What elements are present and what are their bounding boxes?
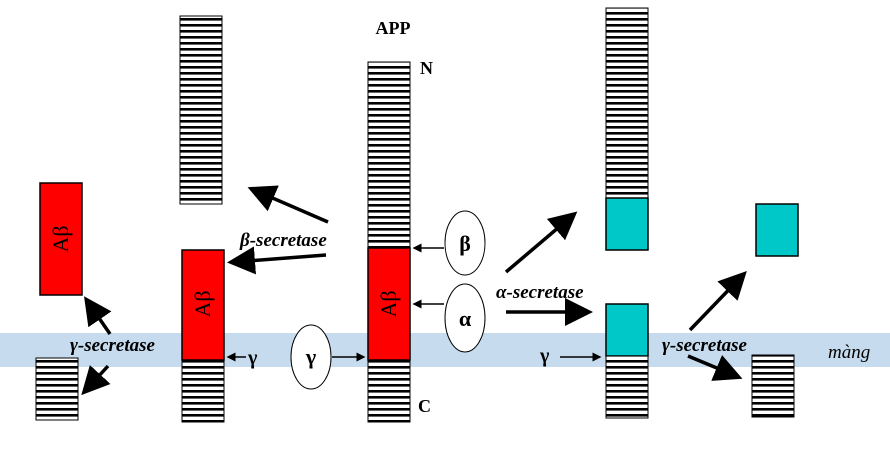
beta-arrow-upper <box>247 185 329 224</box>
aicd-left <box>35 357 79 421</box>
app-title: APP <box>376 18 411 38</box>
sappa-fragment <box>605 7 649 251</box>
aicd-right <box>751 354 795 418</box>
gamma-secretase-right-label: γ-secretase <box>662 335 747 356</box>
gamma-secretase-left-label: γ-secretase <box>70 335 155 356</box>
alpha-enzyme <box>444 283 486 353</box>
alpha-enzyme-label: α <box>459 306 472 331</box>
gamma-mid-label: γ <box>247 347 258 369</box>
membrane-label: màng <box>828 342 870 363</box>
beta-arrow-lower <box>227 246 327 275</box>
released-abeta-label: Aβ <box>48 225 73 252</box>
app-cytoplasmic-stripes <box>367 359 411 423</box>
c83-fragment <box>605 303 649 419</box>
gamma-enzyme-label: γ <box>305 344 316 369</box>
beta-enzyme-label: β <box>459 231 471 256</box>
gamma-right-label: γ <box>539 345 550 367</box>
gamma-right-arrow-up <box>688 270 747 332</box>
n-terminus-label: N <box>420 58 433 78</box>
c99-fragment: Aβ <box>181 249 225 423</box>
beta-enzyme <box>444 210 486 276</box>
gamma-left-arrow-down <box>81 364 111 396</box>
sappb-fragment <box>179 15 223 205</box>
full-app-protein: Aβ <box>367 61 411 423</box>
gamma-right-arrow-down <box>687 354 743 381</box>
c-terminus-label: C <box>418 396 431 416</box>
app-abeta-segment <box>367 247 411 361</box>
gamma-left-arrow-up <box>84 296 112 335</box>
c99-abeta-label: Aβ <box>190 290 215 317</box>
app-abeta-label: Aβ <box>376 290 401 317</box>
beta-secretase-label: β-secretase <box>239 230 327 251</box>
alpha-secretase-label: α-secretase <box>496 282 584 303</box>
released-abeta: Aβ <box>39 182 83 296</box>
alpha-arrow-upper <box>504 211 578 274</box>
app-extracellular-stripes <box>367 61 411 249</box>
gamma-enzyme <box>290 324 332 390</box>
p3-fragment <box>755 203 799 257</box>
